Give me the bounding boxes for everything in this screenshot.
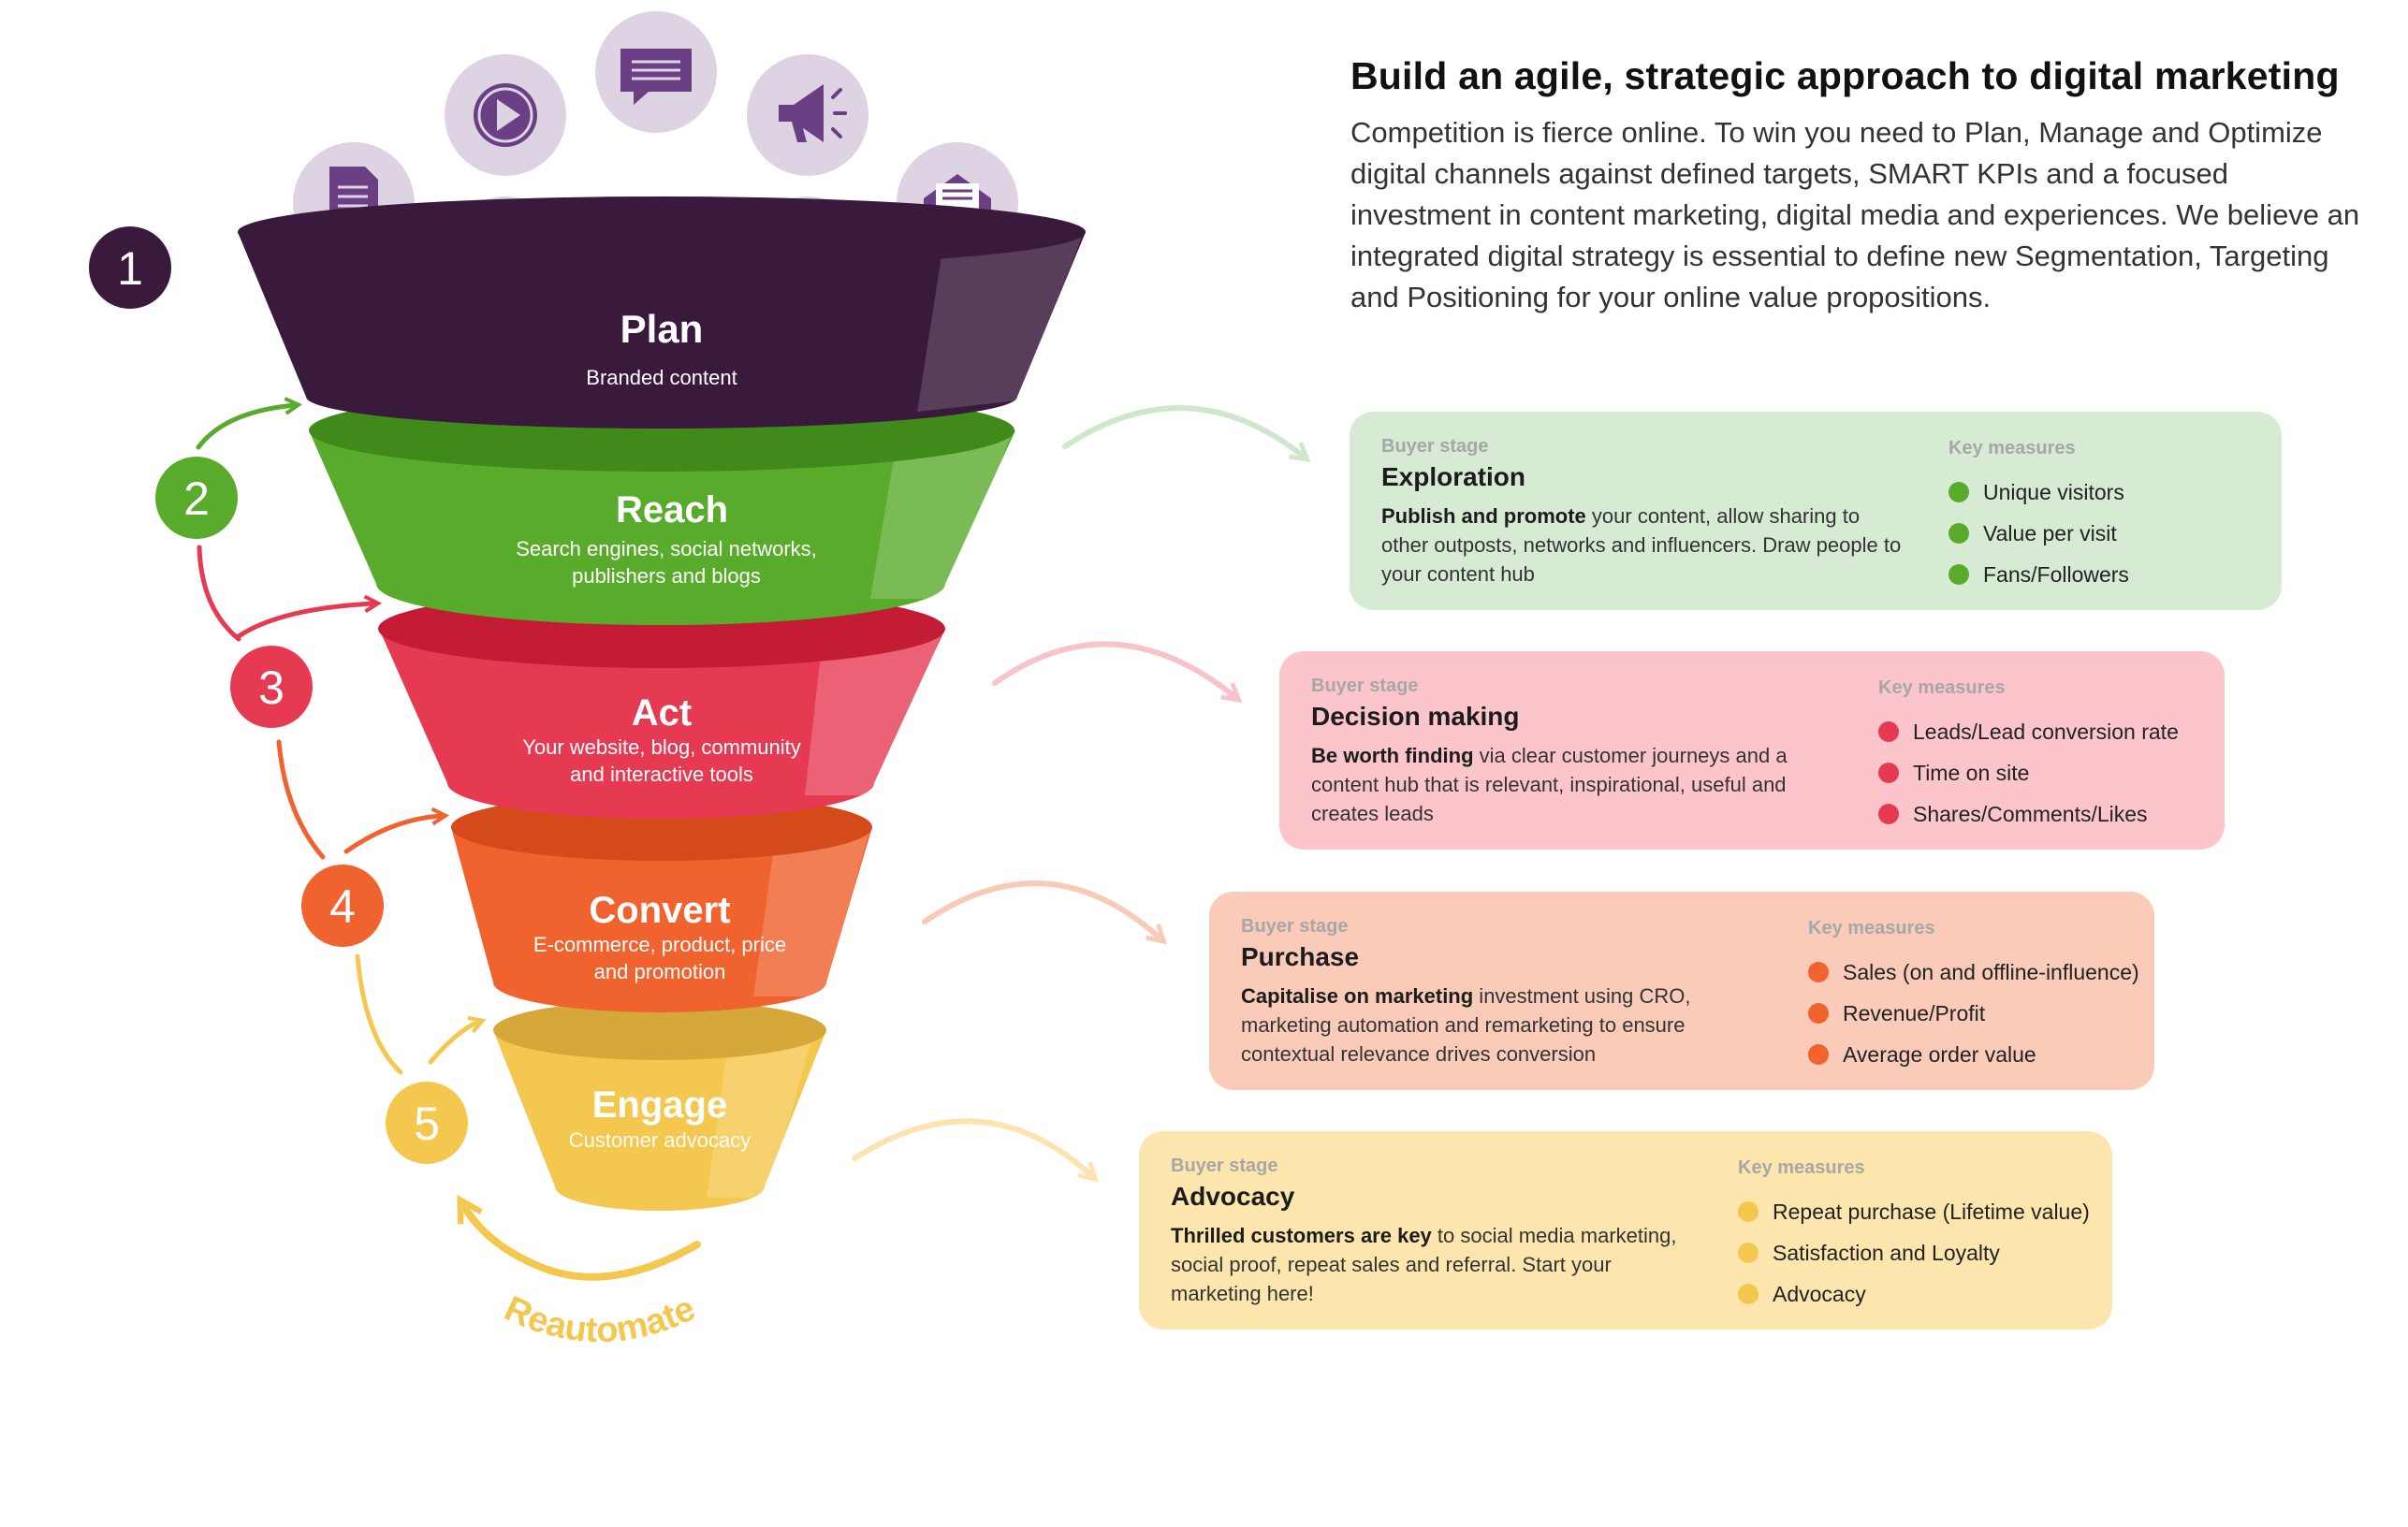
stage-subtitle-line1: Search engines, social networks, xyxy=(516,537,817,560)
stage-subtitle-line2: publishers and blogs xyxy=(572,564,761,588)
buyer-stage-name: Advocacy xyxy=(1171,1182,1295,1211)
stage-title: Reach xyxy=(616,489,728,531)
key-measures-label: Key measures xyxy=(1878,677,2006,698)
stage-title: Act xyxy=(632,692,692,734)
list-item: Time on site xyxy=(1878,760,2179,801)
svg-text:4: 4 xyxy=(329,880,356,933)
buyer-stage-name: Decision making xyxy=(1311,702,1520,731)
card-description: Capitalise on marketing investment using… xyxy=(1241,984,1691,1066)
svg-text:2: 2 xyxy=(183,473,210,525)
list-item: Satisfaction and Loyalty xyxy=(1738,1240,2090,1281)
chat-icon xyxy=(595,11,717,133)
key-measures-list: Repeat purchase (Lifetime value) Satisfa… xyxy=(1738,1199,2090,1322)
list-item: Average order value xyxy=(1808,1041,2139,1083)
key-measures-list: Unique visitors Value per visit Fans/Fol… xyxy=(1948,479,2129,603)
buyer-stage-name: Purchase xyxy=(1241,942,1360,971)
card-description: Thrilled customers are key to social med… xyxy=(1171,1224,1677,1305)
stage-subtitle-line1: E-commerce, product, price xyxy=(533,933,786,956)
stage-number-2: 2 xyxy=(155,457,238,539)
list-item: Value per visit xyxy=(1948,520,2129,561)
list-item: Sales (on and offline-influence) xyxy=(1808,959,2139,1000)
card-advocacy: Buyer stage Advocacy Thrilled customers … xyxy=(1139,1131,2112,1330)
stage-subtitle-line1: Your website, blog, community xyxy=(522,735,801,759)
buyer-stage-name: Exploration xyxy=(1381,462,1526,491)
stage-number-3: 3 xyxy=(230,646,313,728)
svg-text:5: 5 xyxy=(414,1098,440,1150)
list-item: Shares/Comments/Likes xyxy=(1878,801,2179,842)
buyer-stage-label: Buyer stage xyxy=(1381,436,1489,457)
card-purchase: Buyer stage Purchase Capitalise on marke… xyxy=(1209,892,2154,1090)
reautomate-label: Reautomate xyxy=(499,1288,701,1350)
list-item: Revenue/Profit xyxy=(1808,1000,2139,1041)
card-description: Be worth finding via clear customer jour… xyxy=(1311,744,1788,825)
stage-title: Plan xyxy=(620,307,704,351)
stage-number-5: 5 xyxy=(386,1082,468,1164)
intro-paragraph: Competition is fierce online. To win you… xyxy=(1350,116,2360,313)
card-description: Publish and promote your content, allow … xyxy=(1381,504,1902,586)
stage-subtitle-line2: and interactive tools xyxy=(570,763,753,786)
key-measures-list: Leads/Lead conversion rate Time on site … xyxy=(1878,719,2179,842)
play-icon xyxy=(445,54,566,176)
list-item: Fans/Followers xyxy=(1948,561,2129,603)
list-item: Unique visitors xyxy=(1948,479,2129,520)
buyer-stage-label: Buyer stage xyxy=(1311,676,1419,696)
page-title: Build an agile, strategic approach to di… xyxy=(1350,54,2340,97)
card-exploration: Buyer stage Exploration Publish and prom… xyxy=(1350,412,2282,610)
key-measures-list: Sales (on and offline-influence) Revenue… xyxy=(1808,959,2139,1083)
card-decision-making: Buyer stage Decision making Be worth fin… xyxy=(1279,651,2225,850)
cycle-arrows xyxy=(196,397,701,1281)
stage-subtitle: Customer advocacy xyxy=(569,1128,751,1152)
key-measures-label: Key measures xyxy=(1738,1157,1865,1178)
megaphone-icon xyxy=(747,54,868,176)
stage-title: Convert xyxy=(589,890,730,931)
card-connectors xyxy=(852,405,1311,1183)
stage-number-1: 1 xyxy=(89,226,171,309)
list-item: Leads/Lead conversion rate xyxy=(1878,719,2179,760)
svg-text:1: 1 xyxy=(117,242,143,295)
svg-text:3: 3 xyxy=(258,662,285,714)
list-item: Advocacy xyxy=(1738,1281,2090,1322)
stage-subtitle-line2: and promotion xyxy=(594,960,726,983)
funnel-stage-plan: Plan Branded content xyxy=(238,196,1086,429)
funnel-stage-convert: Convert E-commerce, product, price and p… xyxy=(451,793,872,1012)
funnel-stage-engage: Engage Customer advocacy xyxy=(493,1000,826,1211)
list-item: Repeat purchase (Lifetime value) xyxy=(1738,1199,2090,1240)
buyer-stage-label: Buyer stage xyxy=(1241,916,1349,937)
key-measures-label: Key measures xyxy=(1808,918,1935,938)
stage-title: Engage xyxy=(592,1084,727,1126)
buyer-stage-label: Buyer stage xyxy=(1171,1156,1278,1176)
stage-number-4: 4 xyxy=(301,865,384,947)
key-measures-label: Key measures xyxy=(1948,438,2076,458)
stage-subtitle: Branded content xyxy=(586,366,737,389)
